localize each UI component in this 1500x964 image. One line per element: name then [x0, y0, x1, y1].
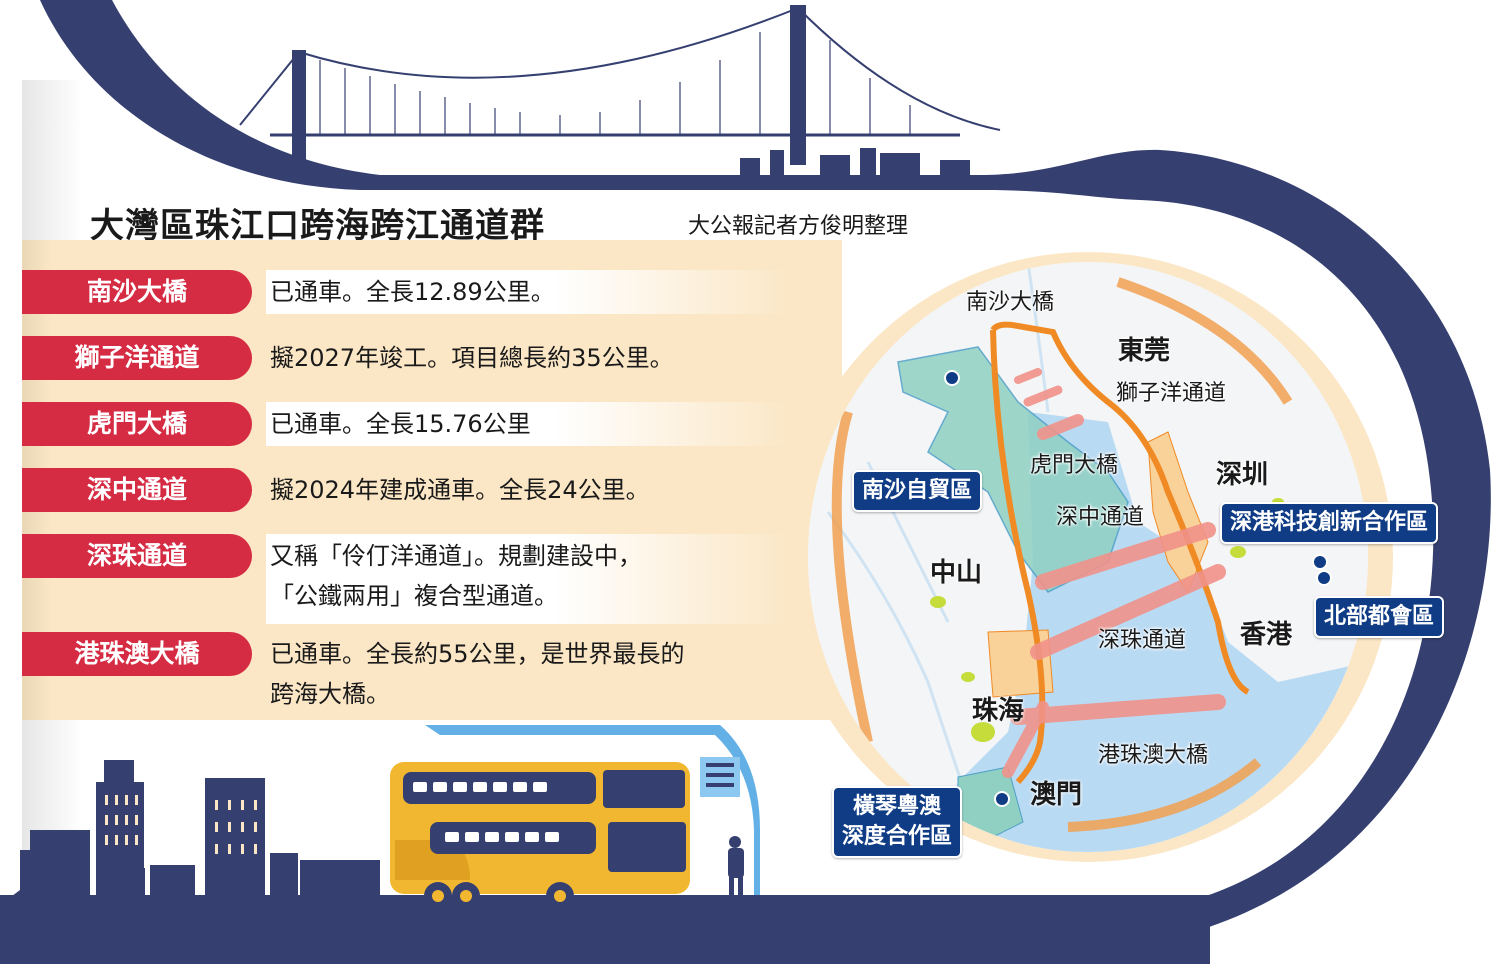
building-windows [105, 795, 257, 854]
crossing-description: 已通車。全長12.89公里。 [266, 270, 790, 314]
crossing-name-tag: 獅子洋通道 [22, 336, 252, 380]
crossing-description: 擬2027年竣工。項目總長約35公里。 [270, 344, 674, 372]
crossing-name-tag: 深中通道 [22, 468, 252, 512]
person-silhouette [728, 836, 744, 896]
map-label-nansha-bridge: 南沙大橋 [966, 290, 1055, 315]
page-title: 大灣區珠江口跨海跨江通道群 [90, 206, 545, 246]
shenzhen-hk-zone-marker [1312, 554, 1328, 570]
zone-label-nansha: 南沙自貿區 [852, 470, 983, 512]
bottom-skyline [0, 760, 1210, 964]
map-label-shenzhong: 深中通道 [1056, 505, 1145, 530]
byline: 大公報記者方俊明整理 [688, 214, 909, 239]
crossing-description: 又稱「伶仃洋通道」。規劃建設中， 「公鐵兩用」複合型通道。 [266, 534, 790, 624]
city-shenzhen: 深圳 [1216, 460, 1269, 490]
top-skyline [740, 148, 970, 178]
zone-line-2: 深度合作區 [842, 824, 953, 849]
nansha-zone-marker [944, 370, 960, 386]
crossing-description: 已通車。全長約55公里，是世界最長的 跨海大橋。 [266, 632, 790, 722]
crossing-name-tag: 港珠澳大橋 [22, 632, 252, 676]
map-label-shenzhu: 深珠通道 [1098, 628, 1187, 653]
crossing-description: 擬2024年建成通車。全長24公里。 [270, 476, 650, 504]
city-dongguan: 東莞 [1118, 336, 1171, 366]
pearl-river-delta-map: 南沙大橋 獅子洋通道 虎門大橋 深中通道 深珠通道 港珠澳大橋 東莞 深圳 中山… [808, 262, 1368, 852]
city-zhuhai: 珠海 [972, 696, 1025, 726]
zone-label-northern-metro: 北部都會區 [1314, 596, 1445, 638]
map-label-shiziyang: 獅子洋通道 [1116, 381, 1227, 406]
city-zhongshan: 中山 [930, 558, 983, 588]
navy-swoosh [40, 0, 1491, 930]
crossing-name-tag: 南沙大橋 [22, 270, 252, 314]
map-label-humen: 虎門大橋 [1030, 453, 1119, 478]
city-hongkong: 香港 [1240, 620, 1293, 650]
description-line-1: 已通車。全長約55公里，是世界最長的 [270, 640, 685, 668]
crossing-description: 已通車。全長15.76公里 [266, 402, 790, 446]
zone-line-1: 橫琴粵澳 [853, 794, 942, 819]
zone-label-shenzhen-hk: 深港科技創新合作區 [1220, 502, 1439, 544]
direction-arrows [831, 277, 1293, 832]
crossing-name-tag: 虎門大橋 [22, 402, 252, 446]
zone-label-hengqin: 橫琴粵澳 深度合作區 [832, 786, 963, 858]
bus-shelter [425, 725, 760, 895]
northern-metro-marker [1316, 570, 1332, 586]
map-graphics [808, 262, 1368, 852]
double-decker-bus [390, 762, 690, 910]
bridge-silhouette [239, 5, 1001, 165]
city-macau: 澳門 [1030, 780, 1083, 810]
description-line-2: 跨海大橋。 [270, 680, 390, 708]
crossing-loop [990, 321, 1250, 785]
parks [930, 498, 1284, 742]
map-label-hzmb: 港珠澳大橋 [1098, 743, 1209, 768]
crossing-name-tag: 深珠通道 [22, 534, 252, 578]
hengqin-marker [994, 791, 1010, 807]
description-line-1: 又稱「伶仃洋通道」。規劃建設中， [270, 542, 642, 570]
description-line-2: 「公鐵兩用」複合型通道。 [270, 582, 558, 610]
